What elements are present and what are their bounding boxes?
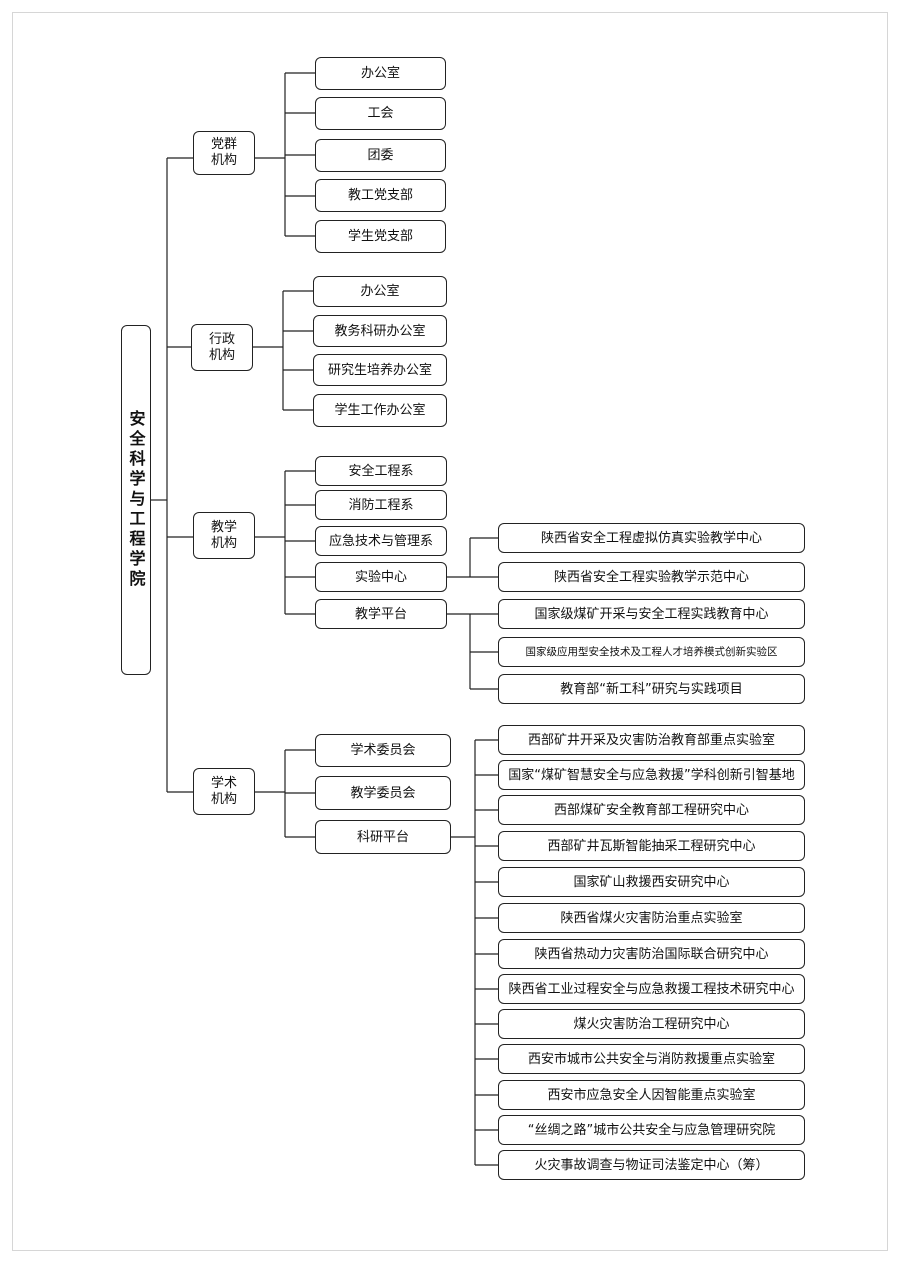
unit-graduate-training-office: 研究生培养办公室 — [313, 354, 447, 386]
category-academic: 学术 机构 — [193, 768, 255, 815]
unit-teaching-committee: 教学委员会 — [315, 776, 451, 810]
teaching-platform-item: 国家级应用型安全技术及工程人才培养模式创新实验区 — [498, 637, 805, 667]
unit-teaching-platform: 教学平台 — [315, 599, 447, 629]
unit-staff-party-branch: 教工党支部 — [315, 179, 446, 212]
unit-research-platform: 科研平台 — [315, 820, 451, 854]
research-platform-item: 西部矿井瓦斯智能抽采工程研究中心 — [498, 831, 805, 861]
unit-experiment-center: 实验中心 — [315, 562, 447, 592]
research-platform-item: 西安市应急安全人因智能重点实验室 — [498, 1080, 805, 1110]
unit-safety-engineering-dept: 安全工程系 — [315, 456, 447, 486]
unit-admin-office: 办公室 — [313, 276, 447, 307]
research-platform-item: 西部矿井开采及灾害防治教育部重点实验室 — [498, 725, 805, 755]
research-platform-item: 国家“煤矿智慧安全与应急救援”学科创新引智基地 — [498, 760, 805, 790]
research-platform-item: 火灾事故调查与物证司法鉴定中心（筹） — [498, 1150, 805, 1180]
experiment-center-item: 陕西省安全工程实验教学示范中心 — [498, 562, 805, 592]
unit-party-office: 办公室 — [315, 57, 446, 90]
unit-student-party-branch: 学生党支部 — [315, 220, 446, 253]
research-platform-item: 陕西省热动力灾害防治国际联合研究中心 — [498, 939, 805, 969]
research-platform-item: “丝绸之路”城市公共安全与应急管理研究院 — [498, 1115, 805, 1145]
unit-emergency-management-dept: 应急技术与管理系 — [315, 526, 447, 556]
unit-academic-committee: 学术委员会 — [315, 734, 451, 767]
unit-student-affairs-office: 学生工作办公室 — [313, 394, 447, 427]
research-platform-item: 西部煤矿安全教育部工程研究中心 — [498, 795, 805, 825]
research-platform-item: 陕西省工业过程安全与应急救援工程技术研究中心 — [498, 974, 805, 1004]
research-platform-item: 陕西省煤火灾害防治重点实验室 — [498, 903, 805, 933]
research-platform-item: 煤火灾害防治工程研究中心 — [498, 1009, 805, 1039]
category-administrative: 行政 机构 — [191, 324, 253, 371]
unit-labor-union: 工会 — [315, 97, 446, 130]
research-platform-item: 国家矿山救援西安研究中心 — [498, 867, 805, 897]
research-platform-item: 西安市城市公共安全与消防救援重点实验室 — [498, 1044, 805, 1074]
teaching-platform-item: 国家级煤矿开采与安全工程实践教育中心 — [498, 599, 805, 629]
experiment-center-item: 陕西省安全工程虚拟仿真实验教学中心 — [498, 523, 805, 553]
page-frame — [12, 12, 888, 1251]
unit-youth-league: 团委 — [315, 139, 446, 172]
root-node-college: 安全科学与工程学院 — [121, 325, 151, 675]
category-teaching: 教学 机构 — [193, 512, 255, 559]
teaching-platform-item: 教育部“新工科”研究与实践项目 — [498, 674, 805, 704]
unit-fire-engineering-dept: 消防工程系 — [315, 490, 447, 520]
category-party-mass: 党群 机构 — [193, 131, 255, 175]
unit-academic-research-office: 教务科研办公室 — [313, 315, 447, 347]
